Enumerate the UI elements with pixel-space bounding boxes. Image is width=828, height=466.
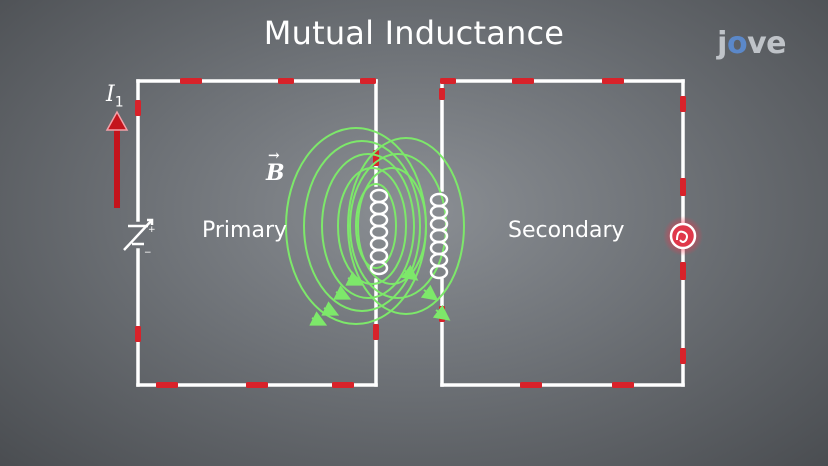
magnetic-field-label: →B — [266, 148, 285, 186]
svg-text:+: + — [148, 225, 156, 235]
secondary-inductor-coil-icon — [429, 192, 449, 280]
light-bulb-icon — [663, 216, 703, 256]
jove-logo: jove — [717, 26, 786, 61]
secondary-label: Secondary — [508, 218, 625, 243]
svg-text:−: − — [144, 248, 152, 258]
logo-prefix: j — [717, 26, 727, 61]
logo-accent: o — [726, 26, 748, 61]
charge-markers — [135, 78, 686, 388]
current-label: I1 — [106, 82, 124, 110]
current-subscript: 1 — [114, 94, 124, 111]
current-symbol: I — [106, 82, 115, 107]
diagram-title: Mutual Inductance — [263, 14, 565, 52]
current-arrow-icon — [105, 110, 129, 208]
inductor-coil-icon — [369, 188, 389, 276]
battery-icon: + − — [123, 218, 156, 258]
vector-arrow-icon: → — [268, 148, 280, 164]
field-symbol: B — [266, 160, 285, 186]
logo-suffix: ve — [747, 26, 786, 61]
primary-label: Primary — [202, 218, 288, 243]
